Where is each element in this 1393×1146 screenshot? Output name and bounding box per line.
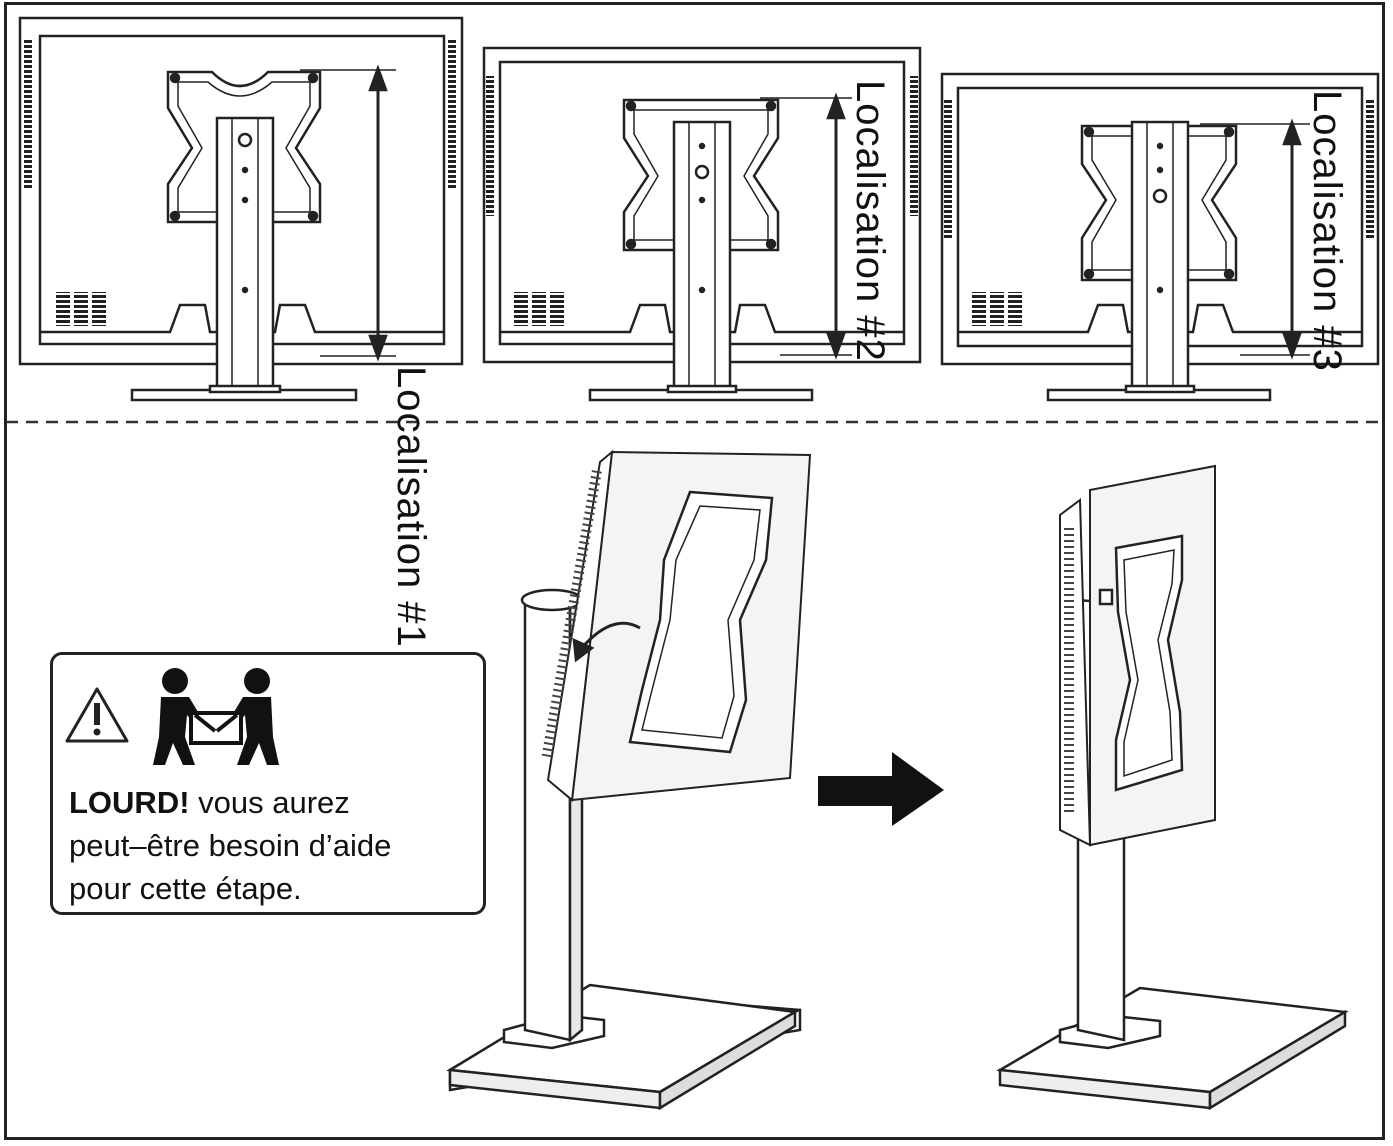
stand-attaching-monitor xyxy=(446,449,812,1111)
two-person-lift-icon xyxy=(153,668,279,765)
warning-triangle-icon xyxy=(65,687,129,743)
warning-line-1: vous aurez xyxy=(189,785,350,820)
monitor-location-1 xyxy=(18,16,464,402)
warning-icons xyxy=(65,668,279,765)
warning-text: LOURD! vous aurez peut–être besoin d’aide… xyxy=(69,781,479,910)
location-1-label: Localisation #1 xyxy=(389,366,433,648)
arrow-right-icon xyxy=(818,752,944,826)
heavy-warning-box: LOURD! vous aurez peut–être besoin d’aide… xyxy=(50,652,486,915)
monitor-location-2 xyxy=(482,46,922,402)
location-3-label: Localisation #3 xyxy=(1305,90,1349,372)
warning-line-2: peut–être besoin d’aide xyxy=(69,828,392,863)
warning-line-3: pour cette étape. xyxy=(69,871,302,906)
location-2-label: Localisation #2 xyxy=(848,80,892,362)
stand-assembled xyxy=(996,464,1349,1111)
diagram-frame xyxy=(4,2,1385,1140)
monitor-location-3 xyxy=(940,72,1380,402)
vent-block xyxy=(56,292,106,326)
warning-title: LOURD! xyxy=(69,785,190,820)
